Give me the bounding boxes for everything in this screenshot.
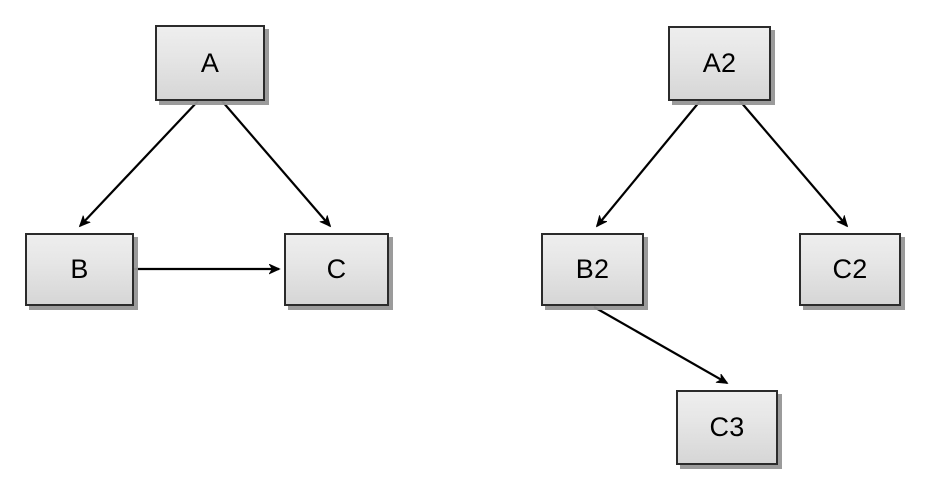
edge-B2-C3[interactable] xyxy=(593,306,727,384)
node-A[interactable]: A xyxy=(155,25,265,101)
node-C2[interactable]: C2 xyxy=(799,233,901,306)
edge-A2-B2[interactable] xyxy=(597,100,701,226)
node-A2-label: A2 xyxy=(702,48,737,78)
node-B2-label: B2 xyxy=(575,254,610,284)
node-B[interactable]: B xyxy=(25,233,134,306)
node-A2[interactable]: A2 xyxy=(668,26,771,101)
node-B-label: B xyxy=(70,254,89,284)
node-C3-label: C3 xyxy=(709,412,745,442)
node-A-label: A xyxy=(200,47,220,78)
node-B2[interactable]: B2 xyxy=(541,233,644,306)
node-C2-label: C2 xyxy=(832,254,868,284)
edge-A-B[interactable] xyxy=(80,100,199,226)
edge-A-C[interactable] xyxy=(221,100,330,226)
node-C-label: C xyxy=(326,254,347,284)
node-C[interactable]: C xyxy=(284,233,389,306)
edge-A2-C2[interactable] xyxy=(739,100,847,226)
node-C3[interactable]: C3 xyxy=(676,390,778,465)
